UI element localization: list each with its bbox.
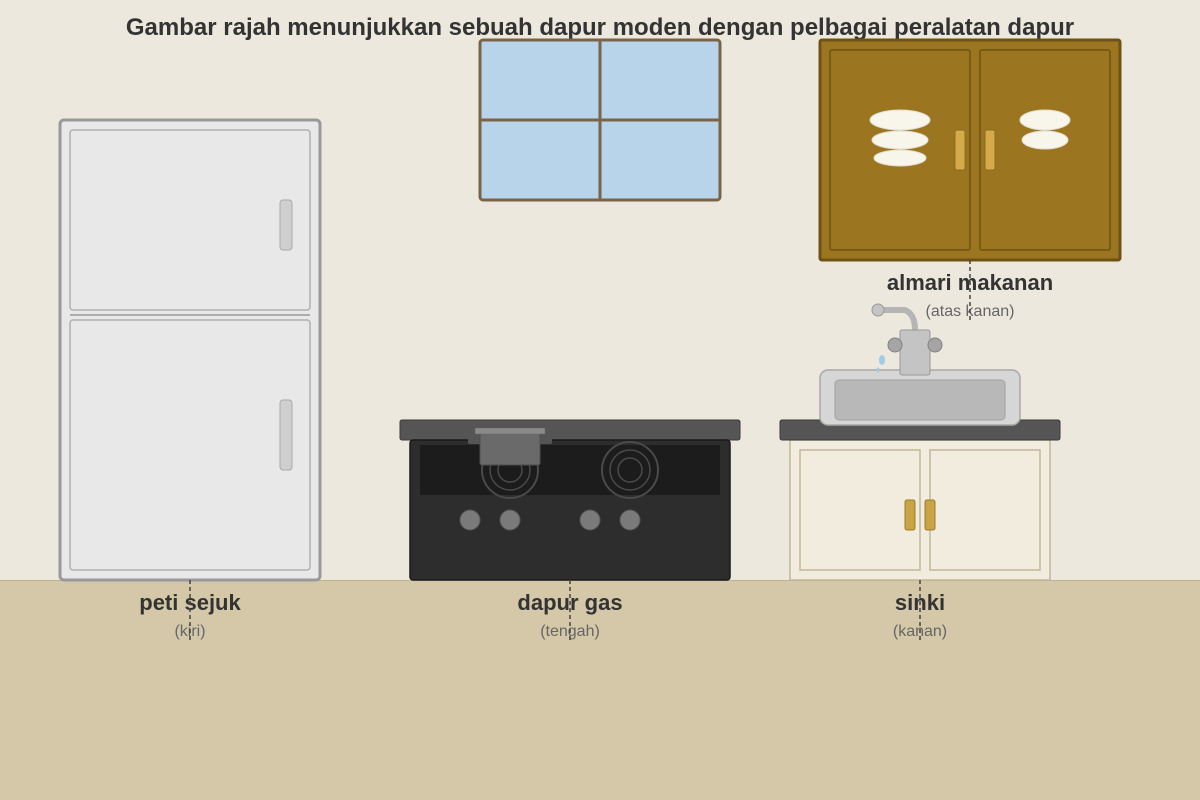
sink-cabinet-handle-left (904, 499, 916, 531)
water-drop-small (876, 367, 880, 373)
fridge (58, 118, 322, 582)
faucet (871, 303, 943, 376)
sink-cabinet-door-left (799, 449, 921, 571)
faucet-knob-right (927, 337, 943, 353)
cooking-pot (468, 427, 552, 466)
plate-stack-left (869, 109, 931, 167)
cupboard-handle-right (984, 129, 996, 171)
label-sink: sinki (kanan) (893, 580, 947, 640)
sink-cabinet-handle-right (924, 499, 936, 531)
label-cupboard: almari makanan (atas kanan) (887, 260, 1053, 320)
cupboard-door-right (979, 49, 1111, 251)
sink-basin-inner (834, 379, 1006, 421)
plate-stack-right (1019, 109, 1071, 150)
stove-knob-3 (579, 509, 601, 531)
window (478, 38, 722, 202)
diagram-title: Gambar rajah menunjukkan sebuah dapur mo… (126, 14, 1074, 41)
stove-countertop (399, 419, 741, 441)
label-stove: dapur gas (tengah) (517, 580, 623, 640)
food-cupboard (818, 38, 1122, 262)
fridge-freezer-door (69, 129, 311, 311)
fridge-handle-bottom (279, 399, 293, 471)
stove-knob-1 (459, 509, 481, 531)
stove-knob-4 (619, 509, 641, 531)
faucet-knob-left (887, 337, 903, 353)
sink (779, 303, 1061, 581)
gas-stove (399, 419, 741, 581)
sink-cabinet-door-right (929, 449, 1041, 571)
stove-cooktop (420, 445, 720, 495)
burner-right (601, 441, 659, 499)
fridge-handle-top (279, 199, 293, 251)
floor (0, 580, 1200, 800)
label-fridge: peti sejuk (kiri) (139, 580, 242, 640)
water-drop (879, 355, 885, 365)
fridge-main-door (69, 319, 311, 571)
cupboard-handle-left (954, 129, 966, 171)
stove-knob-2 (499, 509, 521, 531)
